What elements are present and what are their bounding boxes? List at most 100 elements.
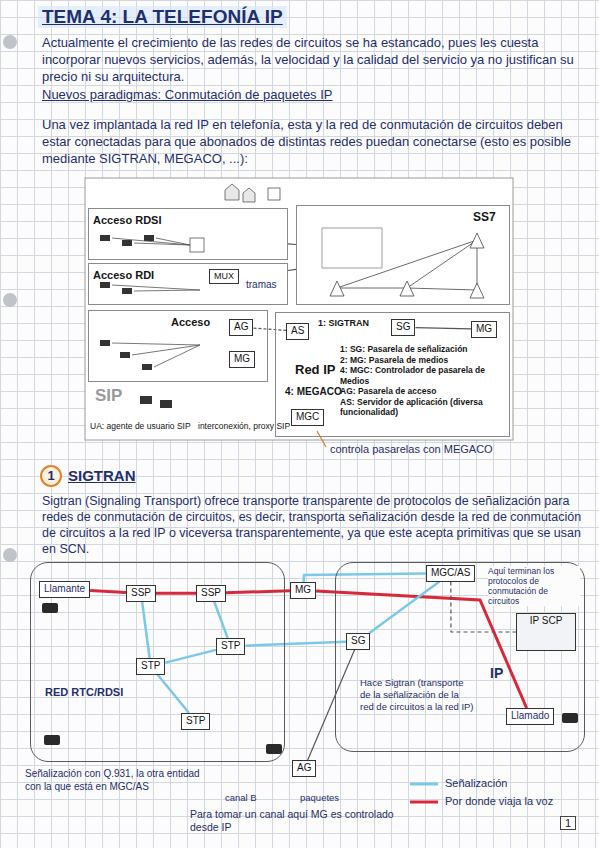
list-item: 2: MG: Pasarela de medios bbox=[340, 355, 508, 366]
device-label: STP bbox=[221, 640, 240, 653]
device-label: MUX bbox=[214, 271, 234, 282]
device-label: STP bbox=[141, 660, 160, 673]
label-holder: Sigtran (Signaling Transport) ofrece tra… bbox=[42, 493, 587, 557]
abbreviation-list: 1: SG: Pasarela de señalización2: MG: Pa… bbox=[340, 344, 508, 418]
device-label: MG bbox=[234, 353, 250, 366]
region-title: SS7 bbox=[473, 210, 496, 224]
device-label: MG bbox=[476, 323, 492, 336]
region-title: Red IP bbox=[295, 362, 335, 377]
connector bbox=[288, 269, 296, 270]
connector bbox=[158, 675, 190, 714]
label-holder: 1 bbox=[560, 816, 576, 830]
note-text: tramas bbox=[246, 279, 277, 290]
list-item: 1: SG: Pasarela de señalización bbox=[340, 344, 508, 355]
device-label: AS bbox=[291, 325, 304, 338]
page-title: TEMA 4: LA TELEFONÍA IP bbox=[38, 6, 287, 28]
device-label: IP SCP bbox=[521, 615, 571, 628]
legend-text: Por donde viaja la voz bbox=[445, 794, 555, 808]
device-label: STP bbox=[186, 715, 205, 728]
device-box: SSP bbox=[126, 585, 156, 602]
legend-line-sample bbox=[410, 783, 438, 786]
binder-hole bbox=[3, 548, 17, 562]
note-text: controla pasarelas con MEGACO bbox=[330, 443, 493, 455]
label-holder: Señalización con Q.931, la otra entidad … bbox=[25, 768, 210, 793]
device-label: MGC/AS bbox=[431, 567, 470, 580]
region-box: SS7 bbox=[296, 205, 510, 305]
device-box: STP bbox=[136, 658, 165, 675]
leader-line bbox=[317, 431, 326, 447]
device-label: MGC bbox=[296, 411, 319, 424]
device-box: AS bbox=[286, 323, 309, 340]
device-box: MG bbox=[229, 351, 255, 368]
label-holder: 1: SIGTRAN bbox=[318, 318, 369, 328]
region-title: Acceso RDI bbox=[93, 269, 154, 281]
connector bbox=[214, 602, 228, 639]
region-box: Acceso RDSI bbox=[88, 208, 288, 260]
phone-icons bbox=[100, 235, 172, 408]
note-text: Hace Sigtran (transporte de la señalizac… bbox=[360, 677, 475, 713]
legend-text: Señalización bbox=[445, 776, 555, 790]
access-wires bbox=[112, 238, 204, 367]
house-icons bbox=[225, 184, 280, 202]
connector bbox=[90, 591, 126, 593]
connector bbox=[156, 592, 196, 595]
legend-item: Por donde viaja la voz bbox=[445, 794, 555, 808]
title-holder: TEMA 4: LA TELEFONÍA IP bbox=[38, 6, 287, 28]
intro-text: Actualmente el crecimiento de las redes … bbox=[42, 34, 587, 168]
binder-hole bbox=[3, 293, 17, 307]
device-label: SSP bbox=[131, 587, 151, 600]
label-holder: UA: agente de usuario SIP bbox=[90, 421, 195, 431]
note-text: paquetes bbox=[300, 792, 339, 803]
connector bbox=[288, 243, 296, 245]
device-label: MG bbox=[295, 584, 311, 597]
label-holder: controla pasarelas con MEGACO bbox=[330, 443, 493, 455]
device-box: MG bbox=[471, 321, 497, 338]
note-text: Señalización con Q.931, la otra entidad … bbox=[25, 768, 210, 793]
label-holder: SIP bbox=[95, 386, 122, 406]
note-text: Aquí terminan los protocolos de conmutac… bbox=[488, 566, 580, 606]
device-box: SG bbox=[346, 633, 370, 650]
note-text: SIP bbox=[95, 386, 122, 406]
device-box: STP bbox=[216, 638, 245, 655]
label-holder: canal B bbox=[225, 792, 257, 803]
device-label: Llamante bbox=[44, 583, 85, 596]
region-title: RED RTC/RDSI bbox=[45, 686, 123, 698]
ss7-switches bbox=[322, 228, 484, 298]
label-holder: tramas bbox=[246, 279, 277, 290]
device-label: Llamado bbox=[511, 710, 549, 723]
device-box: IP SCP bbox=[516, 613, 576, 651]
device-box: MG bbox=[290, 582, 316, 599]
note-text: 1: SIGTRAN bbox=[318, 318, 369, 328]
connector bbox=[308, 650, 355, 761]
note-text: SIGTRAN bbox=[68, 467, 136, 484]
device-box: AG bbox=[292, 760, 316, 777]
connector bbox=[254, 328, 287, 330]
legend-item: Señalización bbox=[445, 776, 555, 790]
device-box: STP bbox=[181, 713, 210, 730]
device-box: Llamado bbox=[506, 708, 554, 725]
label-holder: SIGTRAN bbox=[68, 467, 136, 484]
paragraph: Nuevos paradigmas: Conmutación de paquet… bbox=[42, 86, 587, 103]
device-label: SG bbox=[351, 635, 365, 648]
label-holder: interconexión, proxy SIP bbox=[198, 421, 308, 431]
region-box: AccesoAGMG bbox=[88, 310, 268, 382]
page-number: 1 bbox=[560, 816, 576, 830]
device-box: Llamante bbox=[39, 581, 90, 598]
connector bbox=[142, 602, 150, 659]
note-text: interconexión, proxy SIP bbox=[198, 421, 308, 431]
phone-icons bbox=[42, 603, 578, 754]
legend-line-sample bbox=[410, 801, 438, 804]
device-box: SSP bbox=[196, 585, 226, 602]
device-label: SSP bbox=[201, 587, 221, 600]
region-title: IP bbox=[490, 665, 503, 681]
device-box: MUX bbox=[209, 269, 239, 284]
label-holder: 1 bbox=[40, 465, 62, 487]
label-holder: Para tomar un canal aquí MG es controlad… bbox=[190, 808, 405, 834]
note-text: UA: agente de usuario SIP bbox=[90, 421, 195, 431]
connector bbox=[416, 328, 472, 329]
diagram-frame bbox=[85, 178, 513, 440]
connector bbox=[166, 650, 217, 663]
note-text: Sigtran (Signaling Transport) ofrece tra… bbox=[42, 493, 587, 557]
note-text: 1 bbox=[40, 465, 62, 487]
